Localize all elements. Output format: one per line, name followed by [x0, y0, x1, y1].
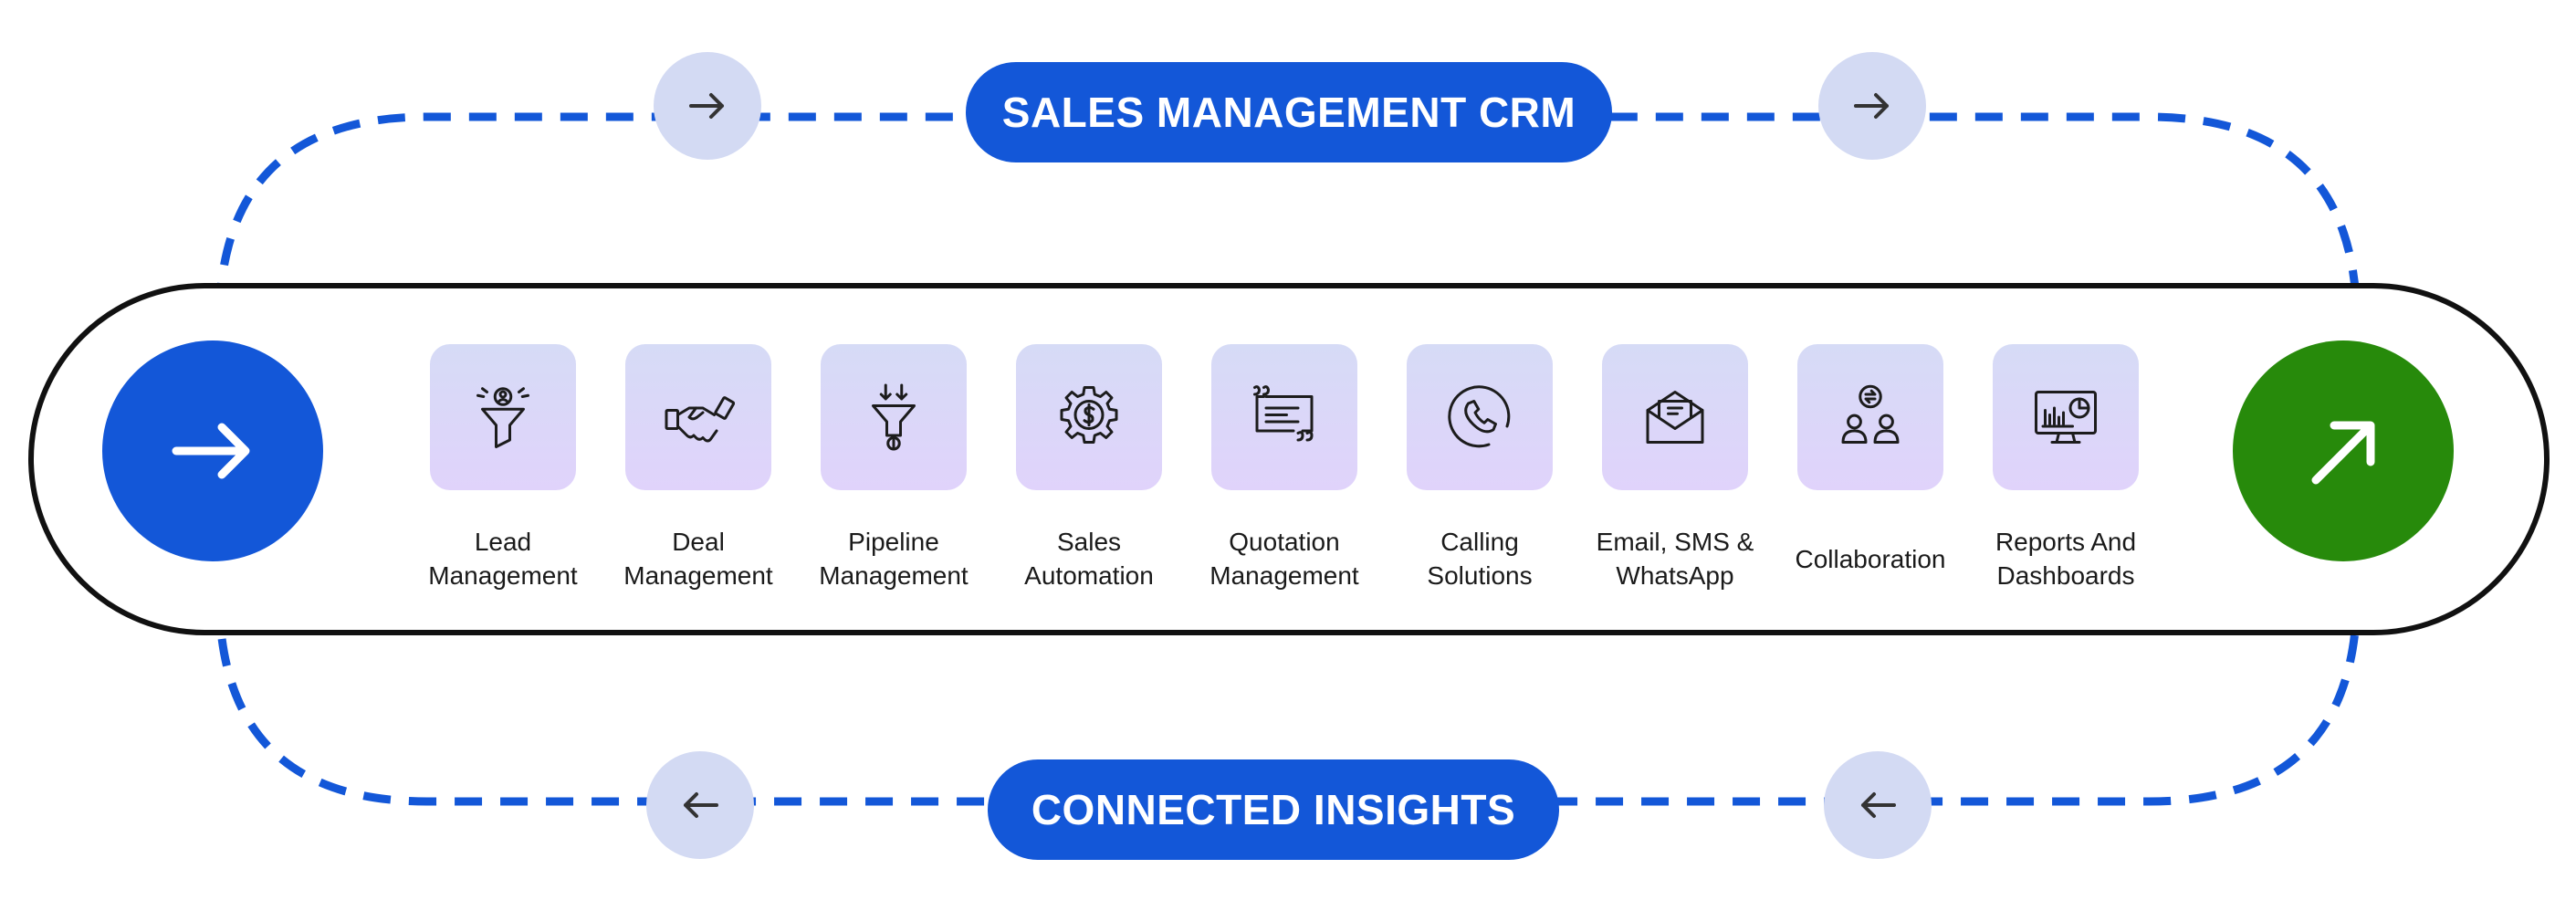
feature-tile	[1993, 344, 2139, 490]
feature-collaboration: Collaboration	[1770, 344, 1971, 594]
feature-email-sms-whatsapp: Email, SMS & WhatsApp	[1575, 344, 1775, 594]
feature-quotation-management: Quotation Management	[1184, 344, 1385, 594]
top-right-arrow-circle	[1818, 52, 1926, 160]
dollar-gear-icon	[1060, 386, 1118, 444]
feature-tile	[1602, 344, 1748, 490]
quotation-icon	[1253, 385, 1314, 442]
feature-label: Collaboration	[1795, 544, 1946, 573]
arrow-left-icon	[1861, 792, 1896, 818]
feature-deal-management: Deal Management	[598, 344, 799, 594]
feature-label: Sales Automation	[1024, 528, 1154, 590]
feature-reports-dashboards: Reports And Dashboards	[1965, 344, 2166, 594]
feature-tile	[1211, 344, 1357, 490]
feature-tile	[625, 344, 771, 490]
feature-tile	[821, 344, 967, 490]
pipeline-funnel-icon	[872, 383, 916, 451]
lead-funnel-icon	[476, 387, 529, 448]
arrow-right-icon	[689, 93, 724, 119]
sales-management-crm-pill: SALES MANAGEMENT CRM	[966, 62, 1612, 162]
dashboard-monitor-icon	[2035, 391, 2097, 444]
arrow-right-icon	[172, 423, 250, 479]
arrow-left-icon	[684, 792, 718, 818]
feature-tile	[430, 344, 576, 490]
team-icon	[1841, 384, 1900, 444]
feature-label: Lead Management	[428, 528, 578, 590]
connected-insights-pill: CONNECTED INSIGHTS	[988, 759, 1559, 860]
arrow-up-right-icon	[2311, 421, 2375, 485]
feature-calling-solutions: Calling Solutions	[1379, 344, 1580, 594]
feature-pipeline-management: Pipeline Management	[793, 344, 994, 594]
feature-lead-management: Lead Management	[403, 344, 603, 594]
feature-label: Calling Solutions	[1427, 528, 1533, 590]
arrow-right-icon	[1854, 93, 1889, 119]
feature-label: Deal Management	[623, 528, 773, 590]
feature-label: Pipeline Management	[819, 528, 969, 590]
envelope-icon	[1646, 391, 1704, 444]
feature-label: Reports And Dashboards	[1995, 528, 2137, 590]
handshake-icon	[665, 396, 735, 443]
phone-icon	[1448, 385, 1511, 448]
feature-tile	[1797, 344, 1943, 490]
feature-label: Email, SMS & WhatsApp	[1596, 528, 1754, 590]
feature-tile	[1407, 344, 1553, 490]
bottom-right-arrow-circle	[1824, 751, 1932, 859]
end-circle	[2233, 340, 2454, 561]
feature-tile	[1016, 344, 1162, 490]
feature-sales-automation: Sales Automation	[989, 344, 1189, 594]
bottom-left-arrow-circle	[646, 751, 754, 859]
top-left-arrow-circle	[654, 52, 761, 160]
start-circle	[102, 340, 323, 561]
feature-label: Quotation Management	[1209, 528, 1359, 590]
